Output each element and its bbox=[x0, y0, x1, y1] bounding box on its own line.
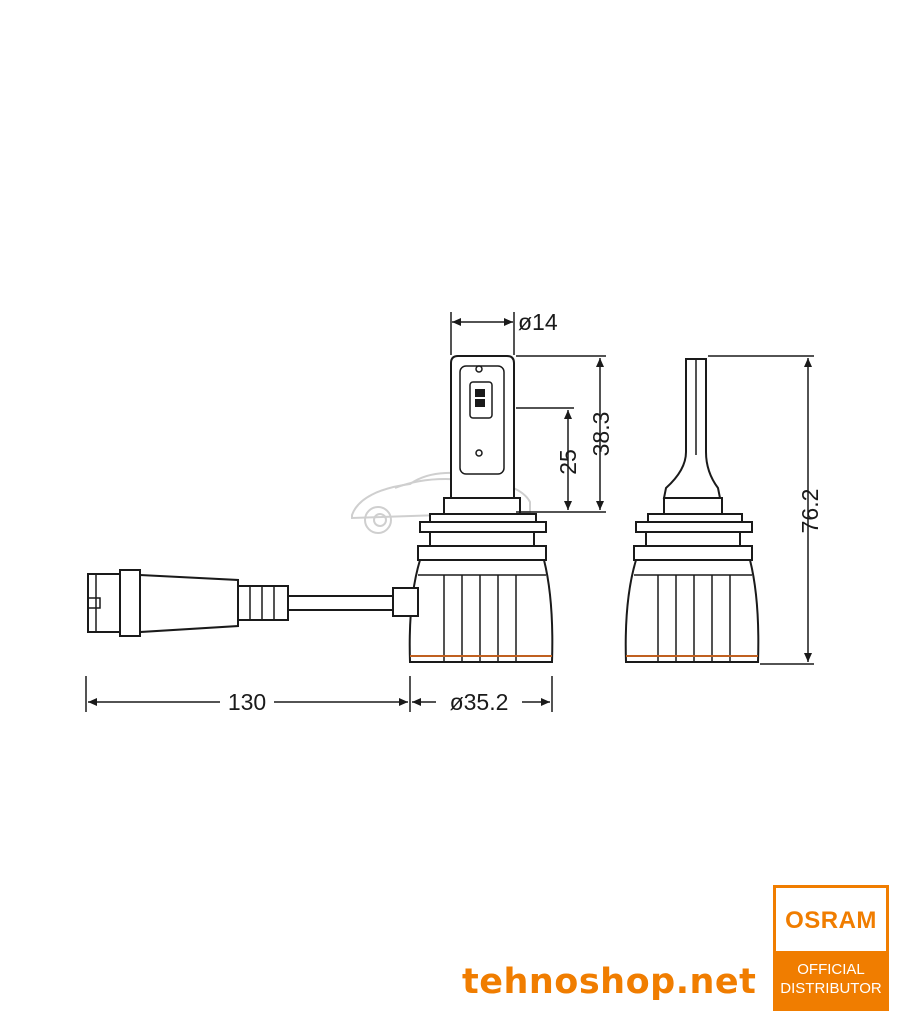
dimension-total-height: 76.2 bbox=[708, 355, 823, 665]
dimension-cap-diameter: ø14 bbox=[450, 309, 558, 355]
osram-distributor-badge: OSRAM OFFICIAL DISTRIBUTOR bbox=[773, 885, 889, 1011]
dimension-led-height: 25 bbox=[516, 407, 581, 510]
dimension-cable-length: 130 bbox=[85, 676, 411, 715]
dimension-base-diameter-label: ø35.2 bbox=[450, 689, 509, 715]
badge-line-2: DISTRIBUTOR bbox=[780, 980, 882, 997]
osram-logo: OSRAM bbox=[785, 907, 877, 934]
badge-line-1: OFFICIAL bbox=[797, 961, 865, 978]
bulb-side-view bbox=[87, 355, 554, 663]
dimension-cable-length-label: 130 bbox=[228, 689, 266, 715]
site-watermark: tehnoshop.net bbox=[462, 962, 757, 1002]
dimension-total-height-label: 76.2 bbox=[797, 489, 823, 534]
dimension-lamp-top-height: 38.3 bbox=[516, 355, 614, 513]
badge-caption: OFFICIAL DISTRIBUTOR bbox=[776, 951, 886, 1008]
dimension-base-diameter: ø35.2 bbox=[412, 676, 553, 715]
dimension-led-height-label: 25 bbox=[555, 449, 581, 475]
dimension-lamp-top-height-label: 38.3 bbox=[588, 412, 614, 457]
bulb-front-view bbox=[624, 358, 760, 663]
dimension-cap-diameter-label: ø14 bbox=[518, 309, 558, 335]
badge-logo-area: OSRAM bbox=[776, 888, 886, 954]
